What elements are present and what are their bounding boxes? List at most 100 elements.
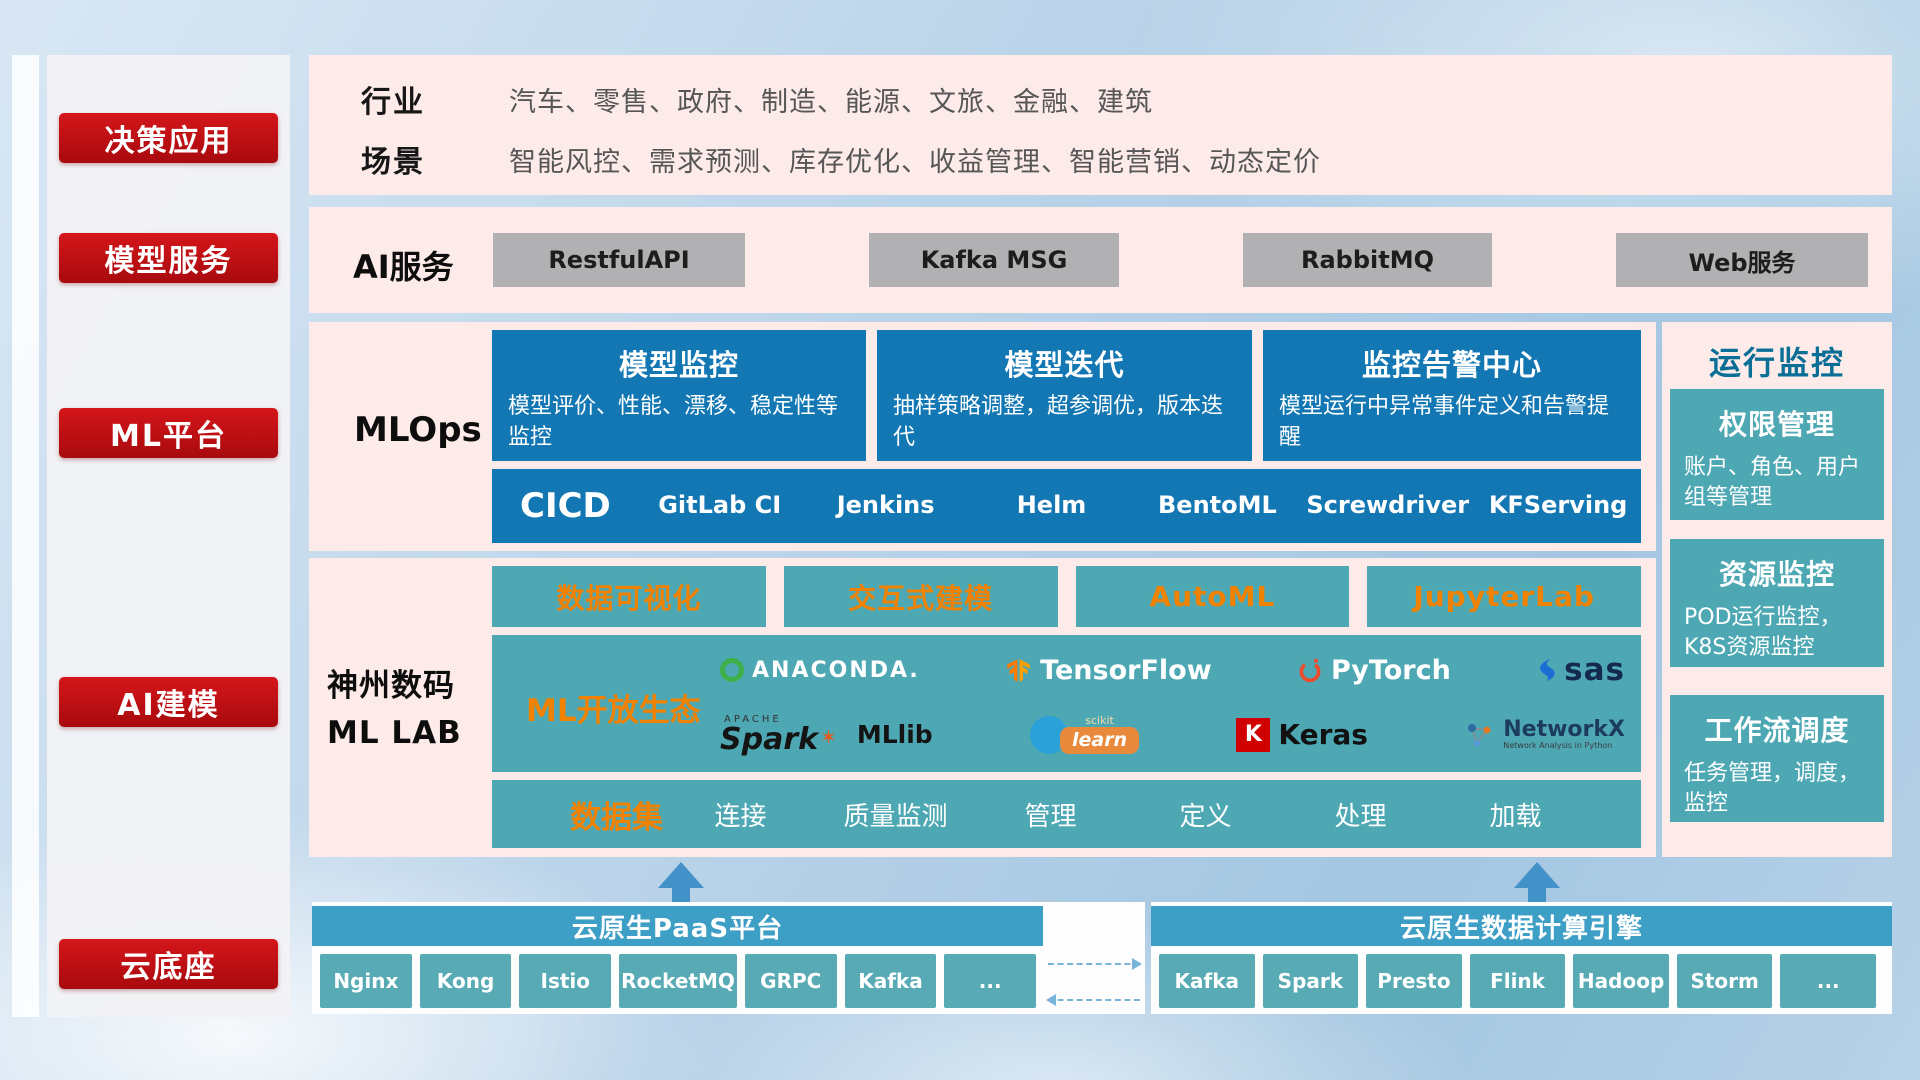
cicd-screwdriver: Screwdriver [1306,491,1470,520]
dataset-connect: 连接 [714,801,767,832]
spark-star-icon: ✶ [820,724,837,749]
tool-jupyterlab: JupyterLab [1367,566,1641,627]
ai-service-band: AI服务 RestfulAPI Kafka MSG RabbitMQ Web服务 [309,207,1892,313]
card-title: 监控告警中心 [1361,348,1542,382]
card-model-iteration: 模型迭代 抽样策略调整，超参调优，版本迭代 [877,330,1252,461]
layer-label-decision-apps: 决策应用 [59,113,278,163]
cicd-helm: Helm [1016,491,1087,520]
ml-open-ecosystem-label: ML开放生态 [526,693,701,729]
card-desc: 抽样策略调整，超参调优，版本迭代 [893,394,1224,450]
scikit-learn-logo: scikit learn [1029,714,1140,755]
card-title: 模型迭代 [1004,348,1125,382]
paas-kong: Kong [419,954,512,1008]
networkx-subtitle: Network Analysis in Python [1503,741,1613,751]
anaconda-logo: ANACONDA. [720,658,920,683]
spark-wordmark-stack: APACHE Spark ✶ [720,713,837,755]
engine-presto: Presto [1366,954,1462,1008]
scenario-list: 智能风控、需求预测、库存优化、收益管理、智能营销、动态定价 [509,147,1321,178]
engine-kafka: Kafka [1159,954,1255,1008]
layer-sidebar: 决策应用 模型服务 ML平台 AI建模 云底座 [47,55,290,1017]
ml-lab-tools-row: 数据可视化 交互式建模 AutoML JupyterLab [492,566,1641,627]
dataset-define: 定义 [1179,801,1232,832]
service-kafka-msg: Kafka MSG [869,233,1119,287]
keras-logo: K Keras [1236,717,1368,752]
card-resource-monitoring: 资源监控 POD运行监控，K8S资源监控 [1670,539,1884,667]
keras-icon: K [1236,717,1271,752]
card-title: 资源监控 [1718,558,1835,591]
card-title: 工作流调度 [1704,714,1850,747]
service-rabbitmq: RabbitMQ [1243,233,1492,287]
paas-rocketmq: RocketMQ [619,954,737,1008]
up-arrow-right-icon [1514,862,1560,905]
engine-hadoop: Hadoop [1573,954,1669,1008]
pytorch-wordmark: PyTorch [1331,654,1451,686]
tool-data-visualization: 数据可视化 [492,566,766,627]
service-web: Web服务 [1616,233,1868,287]
apache-label: APACHE [724,713,782,725]
dashed-arrow-left-icon [1046,994,1140,1006]
dashed-arrow-right-icon [1048,958,1142,970]
paas-platform-title: 云原生PaaS平台 [312,906,1043,946]
scikit-learn-wordmark: scikit learn [1059,714,1140,755]
networkx-wordmark: NetworkX [1503,717,1625,743]
networkx-logo: NetworkX Network Analysis in Python [1465,718,1625,751]
cicd-gitlab-ci: GitLab CI [658,491,782,520]
data-compute-engine-title: 云原生数据计算引擎 [1151,906,1892,946]
pytorch-icon [1299,658,1321,683]
card-desc: 模型评价、性能、漂移、稳定性等监控 [508,394,839,450]
up-arrow-left-icon [658,862,704,905]
runtime-monitor-title: 运行监控 [1708,344,1845,382]
cicd-label: CICD [520,486,611,526]
scenario-label: 场景 [361,145,425,180]
sas-icon [1540,659,1555,682]
card-title: 权限管理 [1718,408,1835,441]
data-compute-engine-group: 云原生数据计算引擎 Kafka Spark Presto Flink Hadoo… [1151,902,1892,1014]
dataset-process: 处理 [1334,801,1387,832]
engine-items-row: Kafka Spark Presto Flink Hadoop Storm ..… [1159,954,1877,1008]
industry-list: 汽车、零售、政府、制造、能源、文旅、金融、建筑 [509,87,1153,118]
ml-lab-band: 神州数码 ML LAB 数据可视化 交互式建模 AutoML JupyterLa… [309,558,1656,857]
engine-more: ... [1780,954,1877,1008]
card-alert-center: 监控告警中心 模型运行中异常事件定义和告警提醒 [1263,330,1641,461]
card-title: 模型监控 [618,348,739,382]
sas-wordmark: sas [1564,652,1625,689]
mllib-wordmark: MLlib [856,720,933,750]
scikit-label: scikit [1085,714,1114,728]
tool-interactive-modeling: 交互式建模 [783,566,1058,627]
tool-automl: AutoML [1075,566,1350,627]
ecosystem-logos: ANACONDA. TensorFlow [720,639,1625,768]
learn-badge: learn [1059,727,1140,755]
cicd-jenkins: Jenkins [836,491,935,520]
card-desc: POD运行监控，K8S资源监控 [1684,605,1842,660]
networkx-icon [1468,723,1491,747]
pytorch-logo: PyTorch [1297,655,1451,686]
card-desc: 任务管理，调度，监控 [1684,761,1861,816]
paas-platform-group: 云原生PaaS平台 Nginx Kong Istio RocketMQ GRPC… [312,902,1145,1014]
paas-nginx: Nginx [320,954,412,1008]
layer-label-ai-modeling: AI建模 [59,677,278,727]
ml-open-ecosystem-box: ML开放生态 ANACONDA. TensorFlow [492,635,1641,772]
engine-flink: Flink [1469,954,1566,1008]
layer-label-cloud-base: 云底座 [59,939,278,989]
ai-service-label: AI服务 [353,248,454,286]
tensorflow-logo: TensorFlow [1005,655,1212,686]
card-workflow-scheduling: 工作流调度 任务管理，调度，监控 [1670,695,1884,822]
ml-lab-label-line2: ML LAB [327,714,462,751]
layer-label-model-service: 模型服务 [59,233,278,283]
ml-lab-label-line1: 神州数码 [327,668,455,704]
runtime-monitor-panel: 运行监控 权限管理 账户、角色、用户组等管理 资源监控 POD运行监控，K8S资… [1662,322,1892,857]
engine-storm: Storm [1676,954,1773,1008]
tensorflow-wordmark: TensorFlow [1040,654,1212,686]
networkx-wordmark-stack: NetworkX Network Analysis in Python [1503,718,1625,751]
dataset-load: 加载 [1489,801,1542,832]
dataset-bar: 数据集 连接 质量监测 管理 定义 处理 加载 [492,780,1641,848]
keras-wordmark: Keras [1278,718,1368,752]
mlops-label: MLOps [354,410,482,450]
service-restfulapi: RestfulAPI [493,233,745,287]
ecosystem-logo-row-1: ANACONDA. TensorFlow [720,652,1625,688]
cicd-kfserving: KFServing [1488,491,1628,520]
industry-label: 行业 [361,85,425,120]
card-permission-management: 权限管理 账户、角色、用户组等管理 [1670,389,1884,520]
dataset-manage: 管理 [1024,801,1077,832]
